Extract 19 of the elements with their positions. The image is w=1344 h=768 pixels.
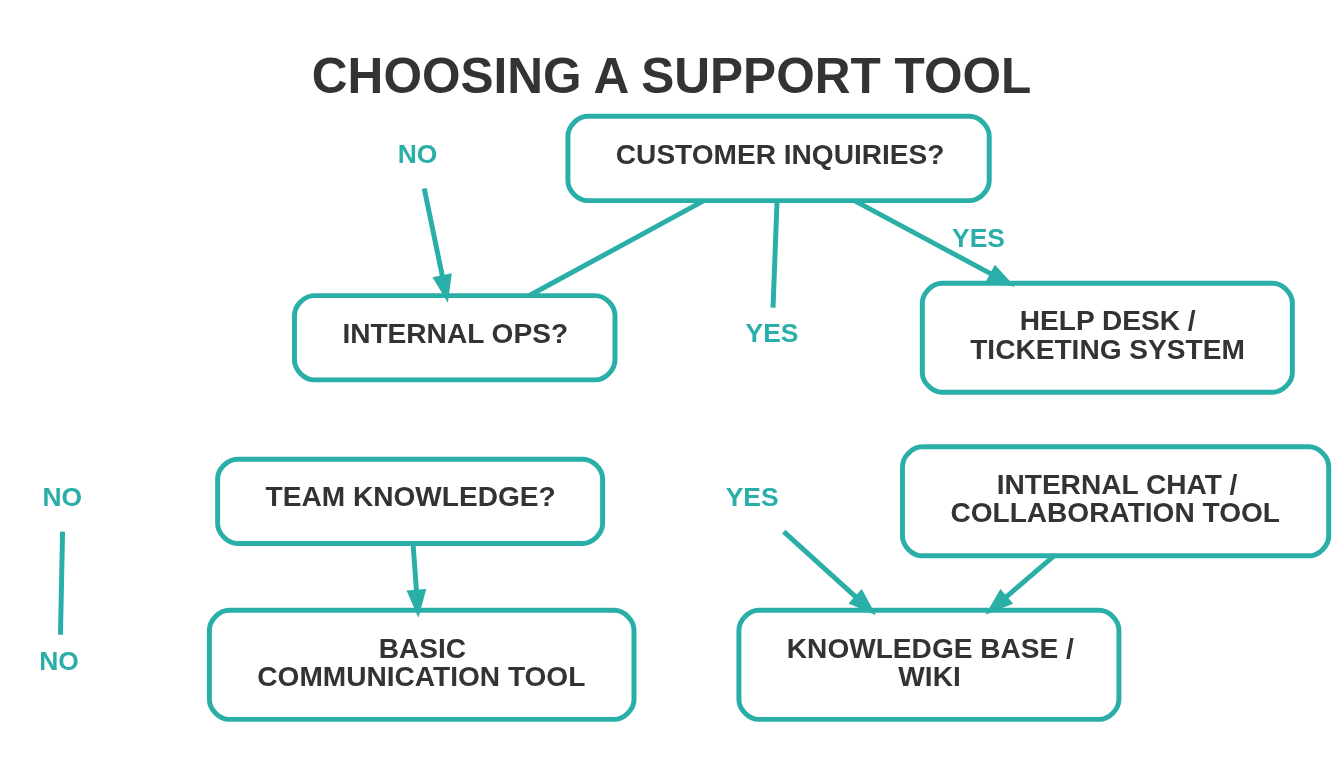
node-box: INTERNAL OPS? — [292, 293, 618, 383]
node-text: NO — [42, 481, 83, 512]
connector — [57, 531, 66, 635]
node-text: NO — [39, 645, 79, 676]
arrow — [782, 529, 876, 616]
node-box: TEAM KNOWLEDGE? — [215, 456, 606, 546]
node-box: INTERNAL CHAT / COLLABORATION TOOL — [900, 444, 1332, 559]
edge-label: YES — [952, 222, 1005, 253]
diagram-title: CHOOSING A SUPPORT TOOL — [311, 48, 1032, 105]
node-text: YES — [745, 318, 799, 349]
node-text: YES — [725, 481, 779, 512]
node-text: NO — [397, 139, 438, 170]
node-box: HELP DESK / TICKETING SYSTEM — [919, 280, 1295, 395]
node-box: KNOWLEDGE BASE / WIKI — [736, 607, 1122, 722]
node-box: CUSTOMER INQUIRIES? — [565, 113, 992, 204]
node-box: BASIC COMMUNICATION TOOL — [206, 607, 637, 722]
connector — [770, 200, 780, 308]
arrow — [406, 543, 427, 618]
arrow — [421, 187, 452, 303]
